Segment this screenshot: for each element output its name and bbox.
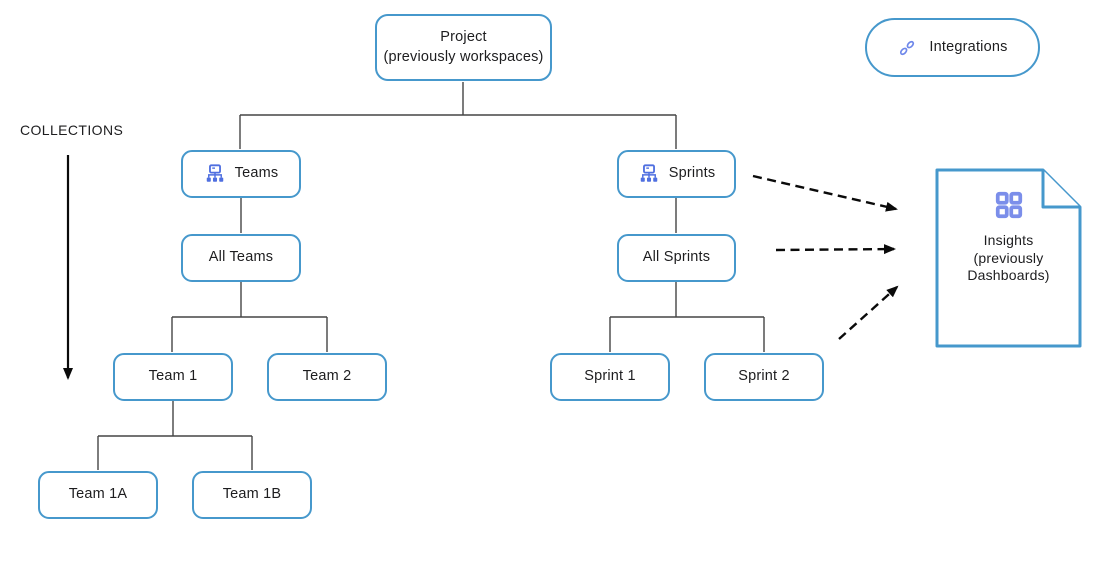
team1-node: Team 1 xyxy=(113,353,233,401)
integrations-node: Integrations xyxy=(865,18,1040,77)
link-icon xyxy=(897,38,917,58)
team1a-label: Team 1A xyxy=(68,486,128,503)
insights-label-line3: Dashboards) xyxy=(967,267,1050,283)
team1a-node: Team 1A xyxy=(38,471,158,519)
team1b-label: Team 1B xyxy=(222,486,282,503)
sprint2-label: Sprint 2 xyxy=(738,368,790,385)
collections-label: COLLECTIONS xyxy=(20,122,124,138)
teams-node: Teams xyxy=(181,150,301,198)
all-teams-node: All Teams xyxy=(181,234,301,282)
org-chart-icon xyxy=(638,163,660,185)
insights-label-line1: Insights xyxy=(983,232,1034,248)
project-node: Project (previously workspaces) xyxy=(375,14,552,81)
insights-node: Insights (previously Dashboards) xyxy=(937,190,1080,285)
team1-label: Team 1 xyxy=(148,368,198,385)
sprint1-node: Sprint 1 xyxy=(550,353,670,401)
sprints-node: Sprints xyxy=(617,150,736,198)
sprint1-label: Sprint 1 xyxy=(584,368,636,385)
project-label-line2: (previously workspaces) xyxy=(383,48,544,65)
team2-node: Team 2 xyxy=(267,353,387,401)
grid-icon xyxy=(994,190,1024,220)
teams-label: Teams xyxy=(234,165,279,182)
integrations-label: Integrations xyxy=(929,38,1008,55)
sprints-label: Sprints xyxy=(668,165,716,182)
all-teams-label: All Teams xyxy=(208,249,274,266)
team1b-node: Team 1B xyxy=(192,471,312,519)
project-label-line1: Project xyxy=(440,28,487,45)
org-chart-icon xyxy=(204,163,226,185)
sprint2-node: Sprint 2 xyxy=(704,353,824,401)
insights-label-line2: (previously xyxy=(973,249,1044,266)
dashed-arrows-to-insights xyxy=(752,174,899,340)
all-sprints-node: All Sprints xyxy=(617,234,736,282)
all-sprints-label: All Sprints xyxy=(642,249,711,266)
team2-label: Team 2 xyxy=(302,368,352,385)
